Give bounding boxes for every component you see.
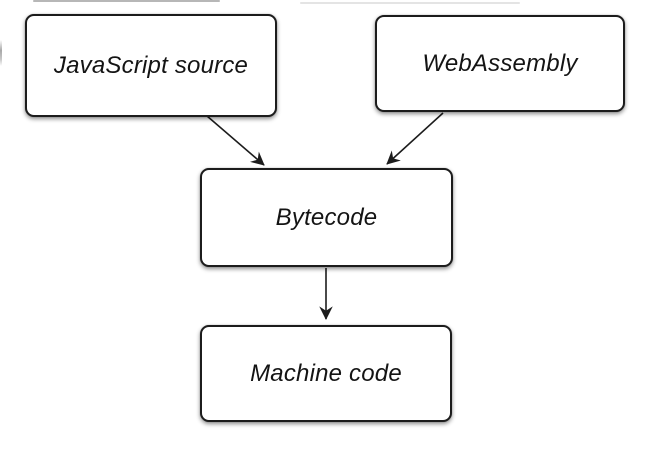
arrow-js-to-bytecode	[206, 115, 265, 166]
node-javascript-source-label: JavaScript source	[53, 51, 249, 79]
node-machine-code: Machine code	[200, 325, 452, 422]
node-webassembly: WebAssembly	[375, 15, 625, 112]
crop-artifact-left-edge	[0, 40, 2, 66]
node-bytecode-label: Bytecode	[275, 203, 378, 231]
arrow-wasm-to-bytecode	[386, 112, 444, 165]
node-bytecode: Bytecode	[200, 168, 453, 267]
node-machine-code-label: Machine code	[250, 359, 402, 387]
crop-artifact-top-right	[300, 2, 520, 4]
crop-artifact-top-left	[33, 0, 220, 2]
node-webassembly-label: WebAssembly	[422, 49, 578, 77]
node-javascript-source: JavaScript source	[25, 14, 277, 117]
